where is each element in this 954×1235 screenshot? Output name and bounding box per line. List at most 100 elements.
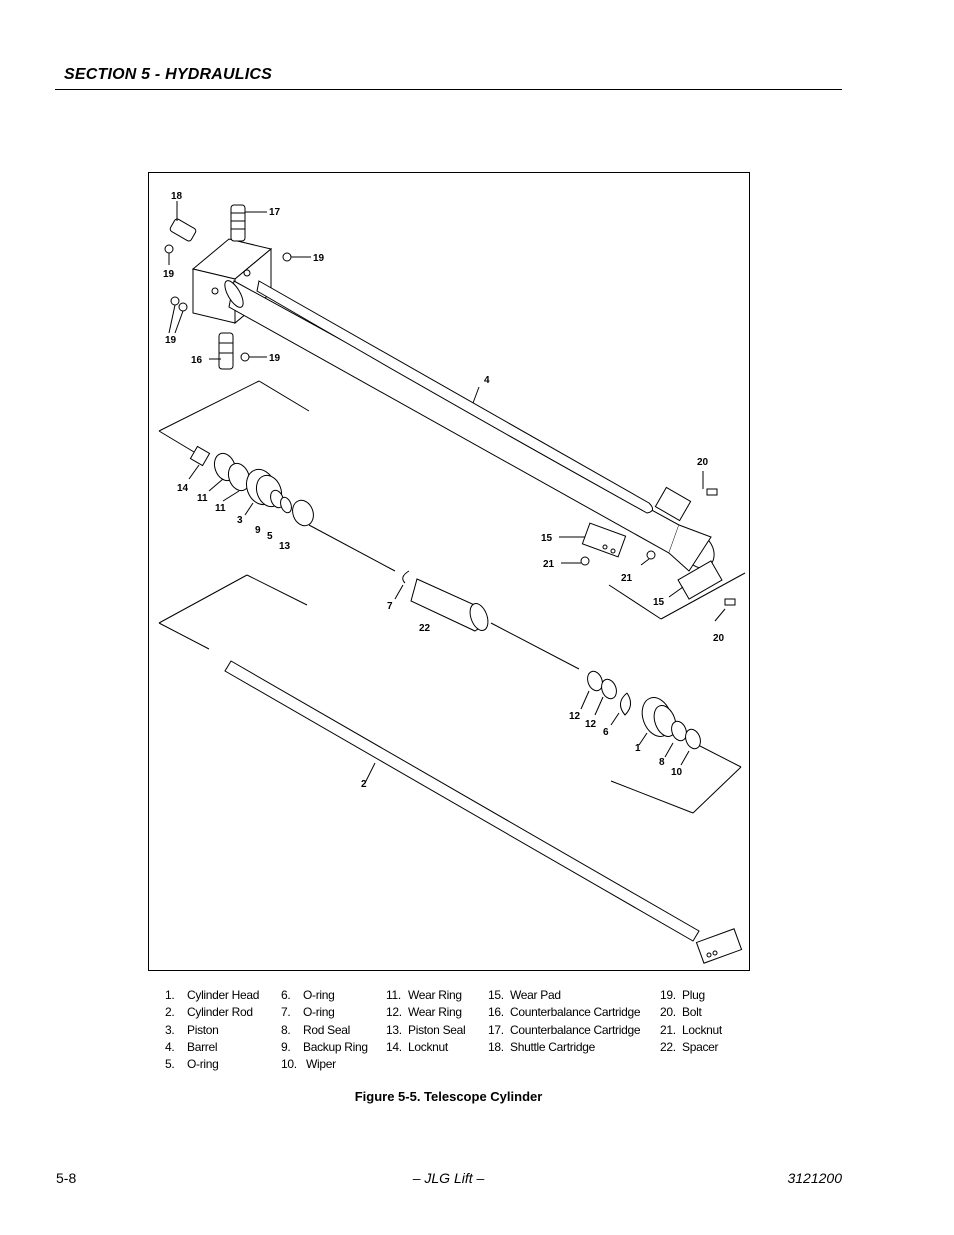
legend-item: 15. Wear Pad (488, 987, 640, 1004)
legend-item: 3. Piston (165, 1022, 259, 1039)
legend-label: Wear Ring (408, 1005, 462, 1020)
leaders-piston (188, 464, 396, 572)
footer-brand: – JLG Lift – (412, 1170, 485, 1186)
callout-12-a: 12 (569, 711, 581, 722)
leaders-head (580, 690, 690, 766)
callout-21-b: 21 (621, 573, 633, 584)
legend-number: 4. (165, 1039, 175, 1054)
callout-19-b: 19 (313, 253, 325, 264)
legend-item: 19.Plug (660, 987, 722, 1004)
spacer (402, 570, 489, 632)
legend-label: Spacer (682, 1039, 719, 1054)
callout-22: 22 (419, 623, 431, 634)
legend-label: Locknut (408, 1039, 448, 1054)
callout-6: 6 (603, 727, 609, 738)
legend-label: Barrel (187, 1039, 218, 1054)
legend-number: 11. (386, 988, 401, 1002)
legend-number: 8. (281, 1022, 291, 1037)
legend-number: 17. (488, 1022, 504, 1037)
callout-13: 13 (279, 541, 291, 552)
legend-item: 22. Spacer (660, 1039, 722, 1056)
legend-item: 7. O-ring (281, 1004, 368, 1021)
callout-11-a: 11 (197, 493, 208, 504)
legend-item: 20. Bolt (660, 1004, 722, 1021)
legend-label: Rod Seal (303, 1022, 350, 1037)
legend-item: 9. Backup Ring (281, 1039, 368, 1056)
cylinder-rod (224, 660, 743, 964)
legend-number: 22. (660, 1039, 676, 1054)
section-title: SECTION 5 - HYDRAULICS (64, 66, 272, 83)
callout-4: 4 (484, 375, 490, 386)
legend-column-1: 1.Cylinder Head 2.Cylinder Rod 3.Piston … (165, 987, 259, 1073)
legend-label: Piston (187, 1022, 219, 1037)
exploded-view-drawing: 18 17 19 19 19 19 16 4 14 11 11 3 9 5 13… (158, 191, 746, 964)
callout-11-b: 11 (215, 503, 226, 514)
callout-10: 10 (671, 767, 683, 778)
legend-number: 16. (488, 1005, 504, 1020)
callout-15-a: 15 (541, 533, 553, 544)
legend-item: 14. Locknut (386, 1039, 465, 1056)
legend-column-2: 6. O-ring 7. O-ring 8. Rod Seal 9. Backup Ri… (281, 987, 368, 1073)
callout-9: 9 (255, 525, 261, 536)
legend-number: 19. (660, 988, 676, 1002)
wear-pads (580, 488, 736, 606)
legend-label: Counterbalance Cartridge (510, 1005, 641, 1020)
legend-number: 1. (165, 988, 175, 1002)
callout-18: 18 (171, 191, 183, 202)
legend-item: 16. Counterbalance Cartridge (488, 1004, 641, 1021)
legend-number: 15. (488, 988, 504, 1002)
callout-21-a: 21 (543, 559, 555, 570)
callout-17: 17 (269, 207, 281, 218)
legend-number: 2. (165, 1005, 175, 1020)
piston-parts (189, 445, 314, 527)
barrel (224, 280, 715, 572)
legend-number: 5. (165, 1057, 175, 1072)
legend-number: 20. (660, 1005, 676, 1020)
legend-column-3: 11. Wear Ring 12. Wear Ring 13. Piston Seal… (386, 987, 466, 1056)
legend-number: 6. (281, 988, 291, 1002)
legend-label: Backup Ring (303, 1039, 368, 1054)
legend-number: 12. (386, 1005, 402, 1020)
legend-number: 9. (281, 1039, 291, 1054)
legend-label: O-ring (187, 1057, 219, 1072)
figure-caption: Figure 5-5. Telescope Cylinder (354, 1089, 543, 1104)
legend-column-5: 19.Plug 20. Bolt 21. Locknut 22. Spacer (660, 987, 722, 1056)
legend-item: 12. Wear Ring (386, 1004, 465, 1021)
callout-15-b: 15 (653, 597, 665, 608)
legend-item: 2. Cylinder Rod (165, 1004, 259, 1021)
page-number: 5-8 (56, 1170, 77, 1186)
callout-16: 16 (191, 355, 203, 366)
callout-19-d: 19 (269, 353, 281, 364)
legend-number: 13. (386, 1022, 402, 1037)
legend-number: 21. (660, 1022, 676, 1037)
legend-number: 3. (165, 1022, 175, 1037)
legend-label: Wear Pad (510, 988, 561, 1002)
legend-number: 7. (281, 1005, 291, 1020)
legend-label: O-ring (303, 1005, 335, 1020)
figure-telescope-cylinder: 18 17 19 19 19 19 16 4 14 11 11 3 9 5 13… (148, 172, 750, 971)
legend-label: Cylinder Head (187, 988, 260, 1002)
legend-item: 4. Barrel (165, 1039, 259, 1056)
legend-number: 14. (386, 1039, 402, 1054)
callout-19-a: 19 (163, 269, 175, 280)
callout-8: 8 (659, 757, 665, 768)
legend-label: Cylinder Rod (187, 1005, 253, 1020)
legend-column-4: 15.Wear Pad 16.Counterbalance Cartridge … (488, 987, 641, 1056)
callout-2: 2 (361, 779, 367, 790)
legend-label: Locknut (682, 1022, 722, 1037)
wear-pad-outline (608, 572, 746, 620)
document-number: 3121200 (787, 1170, 842, 1186)
cartridges (164, 204, 292, 370)
legend-label: Piston Seal (408, 1022, 466, 1037)
legend-label: Bolt (682, 1005, 702, 1020)
header-rule (55, 89, 842, 90)
callout-14: 14 (177, 483, 189, 494)
callout-1: 1 (635, 743, 641, 754)
legend-label: Counterbalance Cartridge (510, 1022, 641, 1037)
leaders-pads (559, 471, 726, 622)
legend-label: Wear Ring (408, 988, 462, 1002)
legend-label: Wiper (306, 1057, 336, 1072)
legend-item: 18.Shuttle Cartridge (488, 1039, 640, 1056)
piston-group-outline (158, 380, 310, 456)
callout-19-c: 19 (165, 335, 177, 346)
